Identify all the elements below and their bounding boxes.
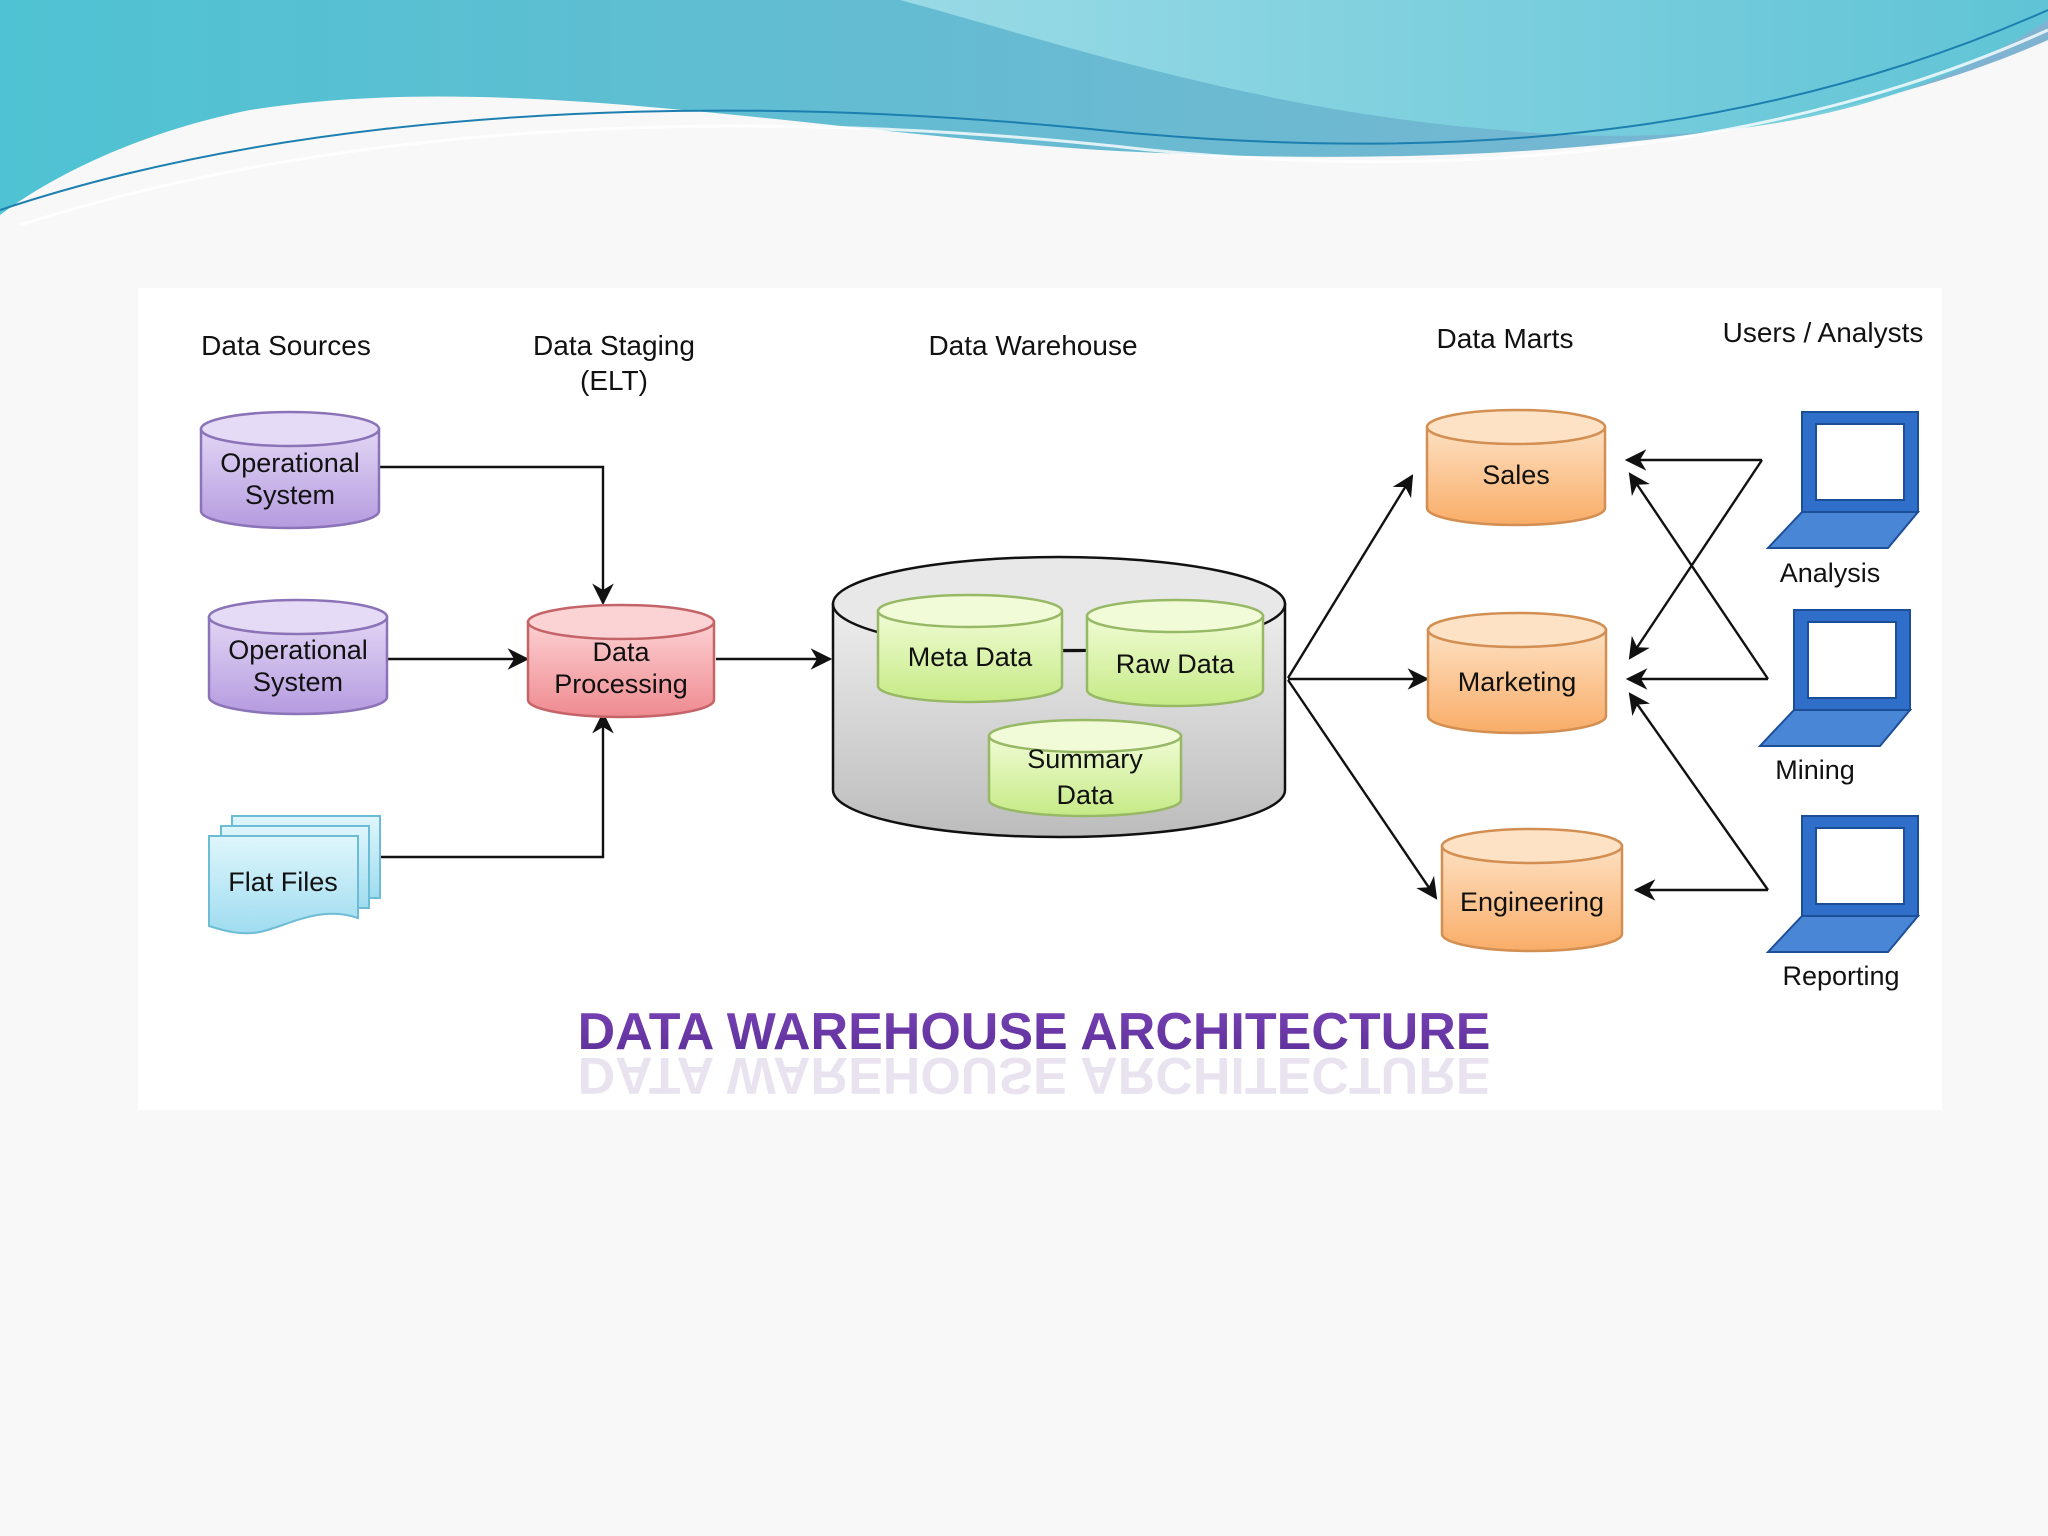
operational-system-2-line1: Operational — [228, 635, 368, 665]
wave-line-2 — [19, 28, 2048, 227]
arrow-flat-to-processing — [380, 711, 614, 859]
cylinder-top — [199, 410, 381, 448]
flat-files-label: Flat Files — [228, 867, 338, 897]
cylinder-top — [876, 593, 1064, 629]
header-data-marts: Data Marts — [1437, 323, 1574, 354]
meta-data-label: Meta Data — [908, 642, 1034, 672]
cylinder-body — [1425, 425, 1607, 527]
summary-data-line2: Data — [1056, 780, 1114, 810]
cylinder-body — [1440, 844, 1624, 953]
flat-files-stack[interactable]: Flat Files — [208, 815, 381, 935]
cylinder-data-processing[interactable]: Data Processing — [526, 603, 716, 719]
cylinder-raw-data[interactable]: Raw Data — [1085, 598, 1265, 708]
analysis-label: Analysis — [1780, 558, 1881, 588]
data-processing-line2: Processing — [554, 669, 688, 699]
cylinder-operational-system-1[interactable]: Operational System — [199, 410, 381, 530]
arrow-analysis-to-marketing — [1628, 459, 1763, 660]
operational-system-2-line2: System — [253, 667, 343, 697]
cylinder-sales[interactable]: Sales — [1425, 408, 1607, 527]
reporting-label: Reporting — [1782, 961, 1899, 991]
cylinder-top — [1440, 827, 1624, 865]
cylinder-top — [207, 598, 389, 636]
cylinder-top — [987, 718, 1183, 754]
header-data-staging-elt: (ELT) — [580, 365, 648, 396]
diagram-title-reflection: DATA WAREHOUSE ARCHITECTURE — [578, 1046, 1491, 1104]
cylinder-top — [1085, 598, 1265, 634]
diagram-title: DATA WAREHOUSE ARCHITECTURE — [578, 1003, 1491, 1061]
raw-data-label: Raw Data — [1116, 649, 1236, 679]
header-waves — [0, 0, 2048, 227]
cylinder-body — [1426, 628, 1608, 735]
wave-front — [900, 0, 2048, 136]
arrow-warehouse-to-sales — [1286, 474, 1414, 679]
marketing-label: Marketing — [1458, 667, 1577, 697]
cylinder-body — [987, 734, 1183, 818]
laptop-base — [1765, 511, 1921, 549]
engineering-label: Engineering — [1460, 887, 1604, 917]
wave-line-1 — [0, 9, 2048, 211]
arrow-warehouse-to-engineering — [1287, 679, 1438, 900]
header-data-warehouse: Data Warehouse — [928, 330, 1137, 361]
operational-system-1-line2: System — [245, 480, 335, 510]
laptop-reporting[interactable]: Reporting — [1765, 815, 1921, 991]
cylinder-body — [207, 615, 389, 716]
cylinder-top — [1426, 611, 1608, 649]
header-data-sources: Data Sources — [201, 330, 371, 361]
cylinder-marketing[interactable]: Marketing — [1426, 611, 1608, 735]
cylinder-top — [1425, 408, 1607, 446]
connectors — [380, 449, 1769, 901]
cylinder-meta-data[interactable]: Meta Data — [876, 593, 1064, 704]
cylinder-body — [1085, 614, 1265, 708]
operational-system-1-line1: Operational — [220, 448, 360, 478]
laptop-base — [1757, 709, 1913, 747]
cylinder-operational-system-2[interactable]: Operational System — [207, 598, 389, 716]
header-users-analysts: Users / Analysts — [1723, 317, 1924, 348]
cylinder-body — [199, 427, 381, 530]
laptop-analysis[interactable]: Analysis — [1765, 411, 1921, 588]
laptop-display — [1815, 423, 1905, 501]
title-reflection: DATA WAREHOUSE ARCHITECTURE — [578, 1046, 1491, 1104]
summary-data-line1: Summary — [1027, 744, 1143, 774]
laptop-base — [1765, 915, 1921, 953]
cylinder-engineering[interactable]: Engineering — [1440, 827, 1624, 953]
laptop-mining[interactable]: Mining — [1757, 609, 1913, 785]
laptop-display — [1807, 621, 1897, 699]
arrow-op1-to-processing — [380, 465, 614, 606]
arrow-reporting-to-marketing — [1628, 692, 1769, 891]
data-processing-line1: Data — [592, 637, 650, 667]
cylinder-top — [526, 603, 716, 641]
laptop-display — [1815, 827, 1905, 905]
arrow-mining-to-sales — [1628, 472, 1769, 680]
flat-file-front — [208, 835, 359, 935]
header-data-staging: Data Staging — [533, 330, 695, 361]
cylinder-body — [876, 609, 1064, 704]
cylinder-body — [526, 620, 716, 719]
mining-label: Mining — [1775, 755, 1855, 785]
cylinder-summary-data[interactable]: Summary Data — [987, 718, 1183, 818]
sales-label: Sales — [1482, 460, 1550, 490]
